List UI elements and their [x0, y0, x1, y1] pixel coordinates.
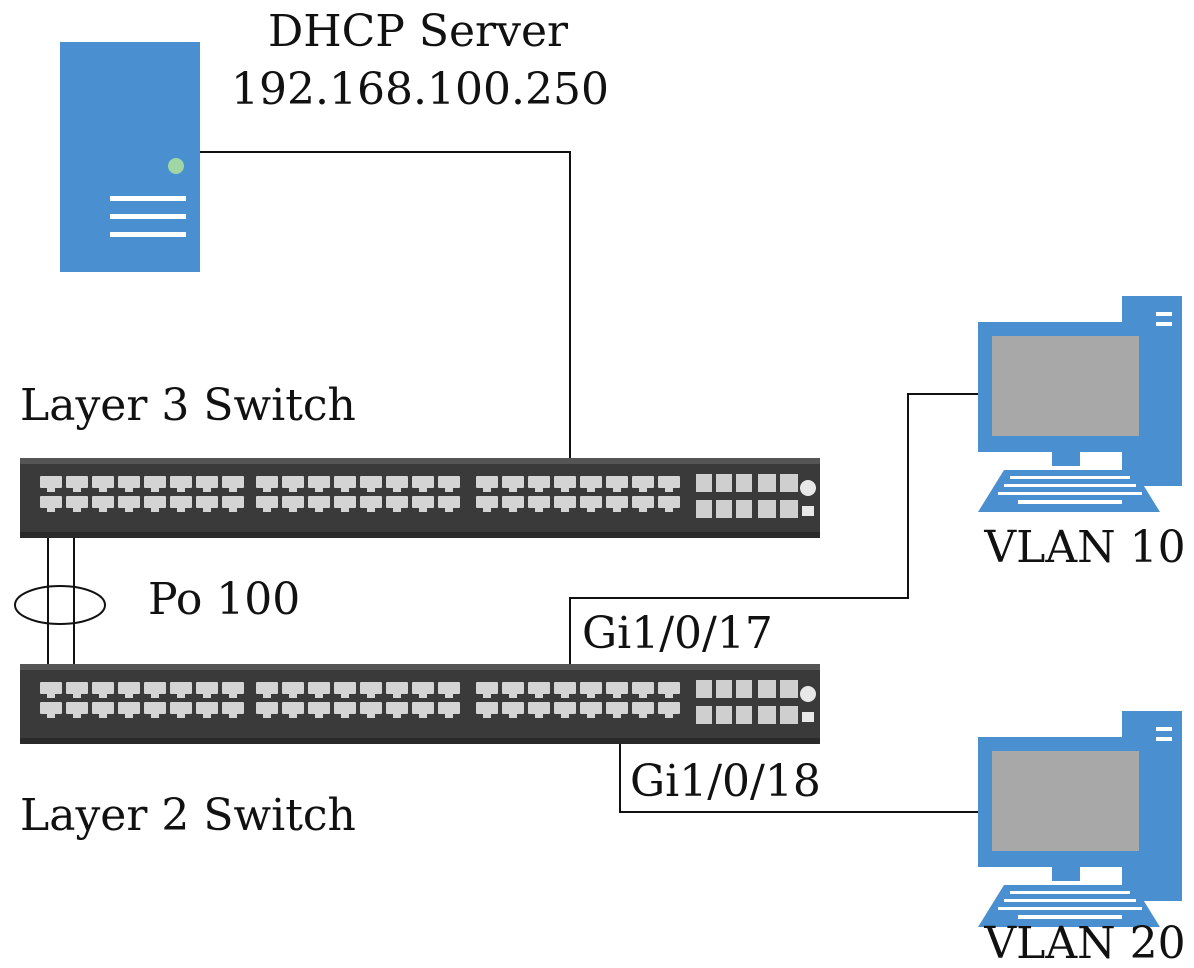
- port-17-label: Gi1/0/17: [582, 608, 773, 659]
- dhcp-server-title: DHCP Server: [268, 6, 569, 57]
- vlan10-desktop-computer-icon: [978, 296, 1182, 512]
- vlan20-cable: [619, 710, 982, 813]
- layer2-switch-label: Layer 2 Switch: [20, 790, 356, 841]
- layer3-switch-label: Layer 3 Switch: [20, 380, 356, 431]
- server-to-l3-cable: [195, 151, 571, 488]
- server-icon: [60, 42, 200, 272]
- port-18-label: Gi1/0/18: [630, 756, 821, 807]
- layer3-switch-icon: [20, 458, 820, 538]
- vlan10-cable: [569, 393, 982, 690]
- vlan10-label: VLAN 10: [983, 522, 1185, 573]
- vlan20-label: VLAN 20: [983, 918, 1185, 968]
- port-channel-label: Po 100: [148, 574, 300, 625]
- vlan20-desktop-computer-icon: [978, 711, 1182, 927]
- dhcp-server-ip: 192.168.100.250: [231, 64, 609, 115]
- layer2-switch-icon: [20, 664, 820, 744]
